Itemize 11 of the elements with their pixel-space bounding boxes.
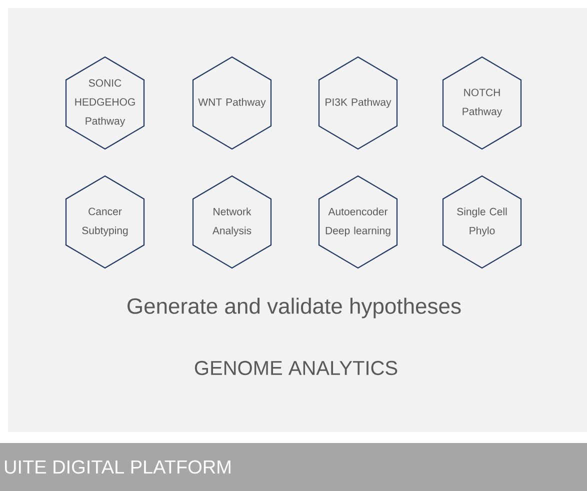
hexagon: SONIC HEDGEHOG Pathway xyxy=(65,56,145,150)
hexagon: WNT Pathway xyxy=(192,56,272,150)
hexagon: NOTCH Pathway xyxy=(442,56,522,150)
hexagon: Cancer Subtyping xyxy=(65,175,145,269)
hexagon: Single Cell Phylo xyxy=(442,175,522,269)
hexagon: Network Analysis xyxy=(192,175,272,269)
hexagon: PI3K Pathway xyxy=(318,56,398,150)
platform-banner: UITE DIGITAL PLATFORM xyxy=(0,443,587,491)
section-title: GENOME ANALYTICS xyxy=(194,360,398,376)
hexagon: Autoencoder Deep learning xyxy=(318,175,398,269)
hypothesis-text: Generate and validate hypotheses xyxy=(128,298,461,318)
